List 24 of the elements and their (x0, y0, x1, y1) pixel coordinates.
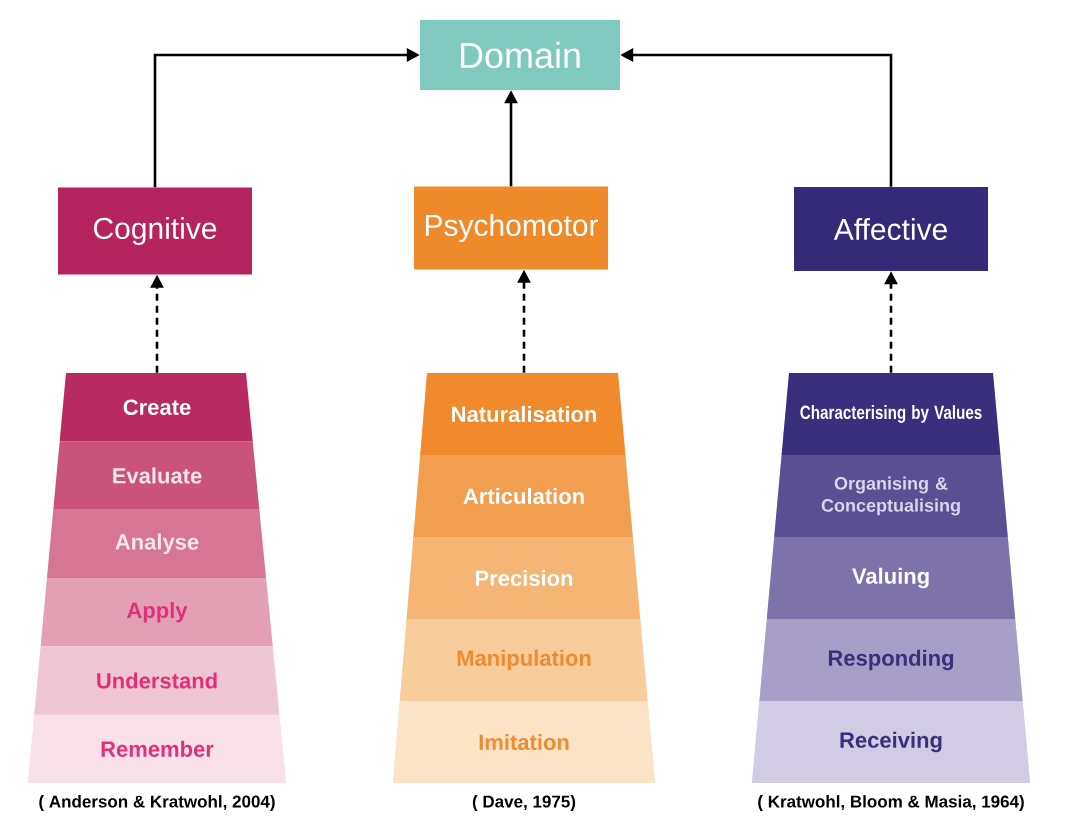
level-band: Create (59, 373, 253, 442)
level-band: Receiving (752, 701, 1030, 783)
level-band: Valuing (766, 537, 1016, 619)
category-box: Cognitive (58, 187, 252, 275)
category-box: Affective (794, 187, 988, 271)
level-band: Manipulation (399, 619, 648, 701)
level-band: Remember (28, 714, 286, 783)
level-band: Organising & Conceptualising (774, 455, 1008, 537)
level-band: Naturalisation (420, 373, 626, 455)
citation: ( Anderson & Kratwohl, 2004) (39, 795, 275, 811)
category-box: Domain (420, 20, 620, 90)
node-label: Remember (101, 740, 214, 757)
level-band: Evaluate (53, 441, 260, 510)
level-band: Understand (34, 646, 280, 715)
category-box: Psychomotor (414, 186, 608, 270)
level-band: Articulation (413, 455, 633, 537)
level-band: Characterising by Values (781, 373, 1001, 455)
citation: ( Kratwohl, Bloom & Masia, 1964) (758, 795, 1024, 811)
level-band: Precision (406, 537, 641, 619)
level-band: Imitation (393, 701, 655, 783)
citation: ( Dave, 1975) (472, 795, 576, 811)
level-band: Apply (40, 578, 273, 647)
level-band: Responding (759, 619, 1023, 701)
level-band: Analyse (47, 509, 266, 578)
